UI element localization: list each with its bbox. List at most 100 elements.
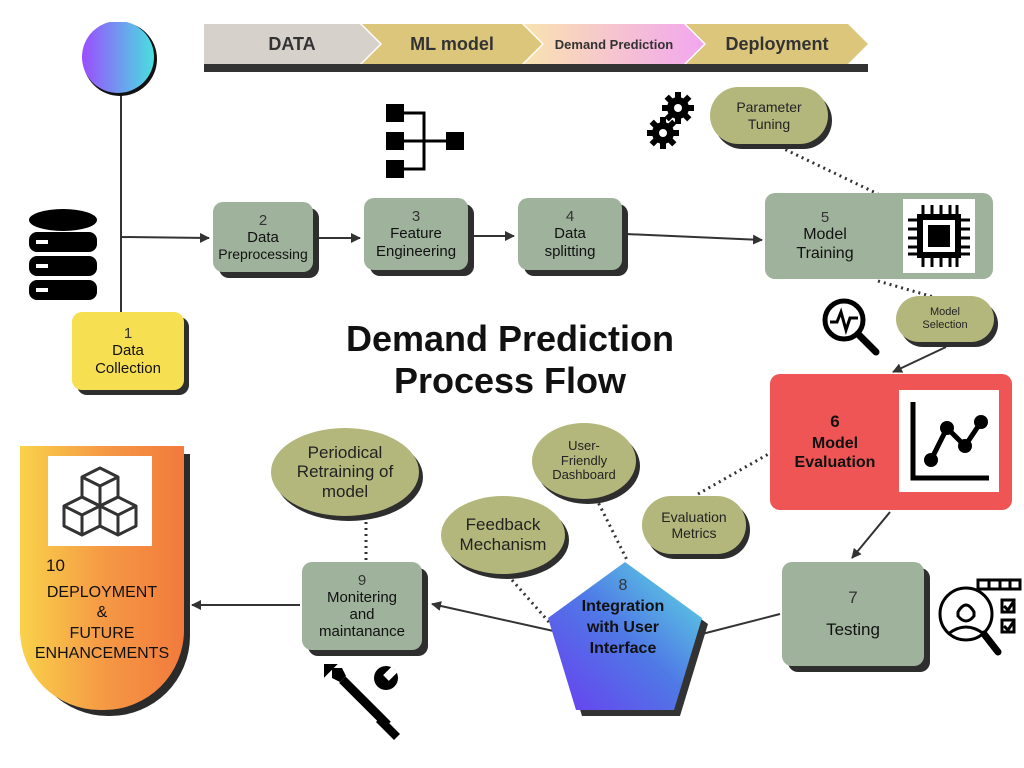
step-label: Model	[803, 226, 847, 244]
step-model-evaluation-text: 6 Model Evaluation	[776, 374, 894, 510]
step-deployment-future: 10 DEPLOYMENT & FUTURE ENHANCEMENTS	[20, 446, 184, 710]
banner-stage-ml-model: ML model	[362, 24, 542, 64]
step-data-collection: 1 Data Collection	[72, 312, 184, 390]
cubes-icon	[48, 456, 152, 546]
arrow-integration-to-monitoring	[431, 601, 559, 633]
note-label: Metrics	[671, 525, 717, 541]
step-label: ENHANCEMENTS	[34, 645, 170, 662]
step-label: DEPLOYMENT	[46, 583, 158, 601]
step-number: 4	[565, 208, 575, 226]
step-label: Integration	[581, 598, 665, 615]
step-label: Testing	[826, 620, 880, 639]
step-number: 6	[830, 411, 840, 431]
note-label: Dashboard	[552, 467, 616, 483]
step-feature-engineering: 3 Feature Engineering	[364, 198, 468, 270]
step-number: 2	[258, 211, 268, 229]
step-label: Training	[796, 244, 854, 262]
note-label: Retraining of	[296, 462, 394, 482]
note-feedback-mechanism: Feedback Mechanism	[441, 496, 565, 574]
step-label: Monitering	[326, 588, 398, 606]
step-number: 7	[848, 588, 858, 608]
step-data-splitting: 4 Data splitting	[518, 198, 622, 270]
step-number: 5	[820, 208, 830, 226]
analytics-magnifier-icon	[822, 298, 880, 356]
note-user-friendly-dashboard: User- Friendly Dashboard	[532, 423, 636, 499]
title-line: Process Flow	[393, 360, 627, 401]
step-label: Interface	[589, 640, 657, 657]
step-label: Data	[554, 225, 586, 243]
arrow-evaluation-to-testing	[851, 511, 891, 559]
step-number: 8	[618, 577, 628, 594]
banner-stage-demand-prediction: Demand Prediction	[524, 24, 704, 64]
step-label: FUTURE	[69, 624, 135, 642]
banner-shadow	[204, 64, 868, 72]
note-periodical-retraining: Periodical Retraining of model	[271, 428, 419, 516]
step-number: 3	[411, 208, 421, 226]
note-label: Parameter	[736, 99, 802, 116]
note-label: model	[321, 481, 369, 501]
step-label: Data	[247, 228, 279, 246]
hierarchy-icon	[386, 104, 464, 178]
step-label: splitting	[544, 242, 596, 260]
line-chart-icon	[899, 390, 999, 492]
dotted-param-to-training	[779, 145, 879, 196]
step-label: with User	[586, 619, 659, 636]
note-evaluation-metrics: Evaluation Metrics	[642, 496, 746, 554]
step-label: and	[349, 606, 375, 623]
arrow-testing-to-integration	[701, 613, 781, 635]
gears-icon	[647, 92, 694, 149]
step-label: Collection	[95, 359, 161, 377]
arrow-selection-to-evaluation	[892, 346, 947, 373]
dotted-dashboard-to-integration	[594, 497, 630, 563]
note-label: Tuning	[747, 115, 791, 132]
note-label: Feedback	[465, 515, 541, 535]
step-number: 1	[123, 325, 133, 343]
note-label: Evaluation	[661, 508, 727, 525]
note-label: Selection	[922, 319, 968, 331]
step-model-training-text: 5 Model Training	[765, 193, 885, 279]
note-model-selection: Model Selection	[896, 296, 994, 342]
arrow-collection-to-preprocessing	[121, 232, 210, 243]
note-label: Periodical	[307, 442, 383, 462]
wrench-screwdriver-icon	[324, 664, 400, 740]
step-testing: 7 Testing	[782, 562, 924, 666]
note-label: Mechanism	[459, 535, 547, 554]
step-label: Preprocessing	[218, 246, 308, 263]
note-label: Friendly	[560, 452, 608, 468]
banner-stage-demand-prediction-label: Demand Prediction	[554, 36, 674, 52]
step-label: &	[96, 604, 108, 621]
step-label: Feature	[390, 225, 442, 243]
step-label: Engineering	[375, 242, 457, 260]
note-parameter-tuning: Parameter Tuning	[710, 87, 828, 144]
step-label: Evaluation	[794, 453, 876, 471]
person-checklist-icon	[938, 578, 1022, 656]
step-integration-text: 8 Integration with User Interface	[560, 575, 686, 659]
step-label: Data	[112, 342, 144, 360]
step-label: Model	[811, 435, 859, 453]
banner-stage-data-label: DATA	[268, 33, 316, 54]
step-model-training: 5 Model Training	[765, 193, 993, 279]
step-model-evaluation: 6 Model Evaluation	[770, 374, 1012, 510]
arrow-splitting-to-training	[625, 233, 763, 245]
note-label: Model	[930, 306, 960, 319]
step-number: 9	[357, 571, 367, 589]
database-icon	[29, 209, 97, 300]
step-data-preprocessing: 2 Data Preprocessing	[213, 202, 313, 272]
banner-stage-ml-model-label: ML model	[410, 33, 494, 54]
dotted-feedback-to-integration	[510, 579, 558, 631]
dotted-metrics-to-evaluation	[697, 450, 773, 496]
step-integration-pentagon	[548, 562, 708, 716]
step-deployment-text: 10 DEPLOYMENT & FUTURE ENHANCEMENTS	[20, 556, 184, 665]
banner-stage-data: DATA	[204, 24, 380, 64]
banner-stage-deployment-label: Deployment	[725, 33, 829, 54]
cpu-chip-icon	[903, 199, 975, 273]
step-monitoring-maintenance: 9 Monitering and maintanance	[302, 562, 422, 650]
diagram-title: Demand Prediction Process Flow	[320, 318, 700, 402]
banner-stage-deployment: Deployment	[686, 24, 868, 64]
step-label: maintanance	[319, 623, 405, 641]
step-number: 10	[46, 556, 65, 575]
gradient-circle-icon	[82, 22, 157, 96]
title-line: Demand Prediction	[345, 318, 675, 359]
note-label: User-	[568, 437, 600, 453]
